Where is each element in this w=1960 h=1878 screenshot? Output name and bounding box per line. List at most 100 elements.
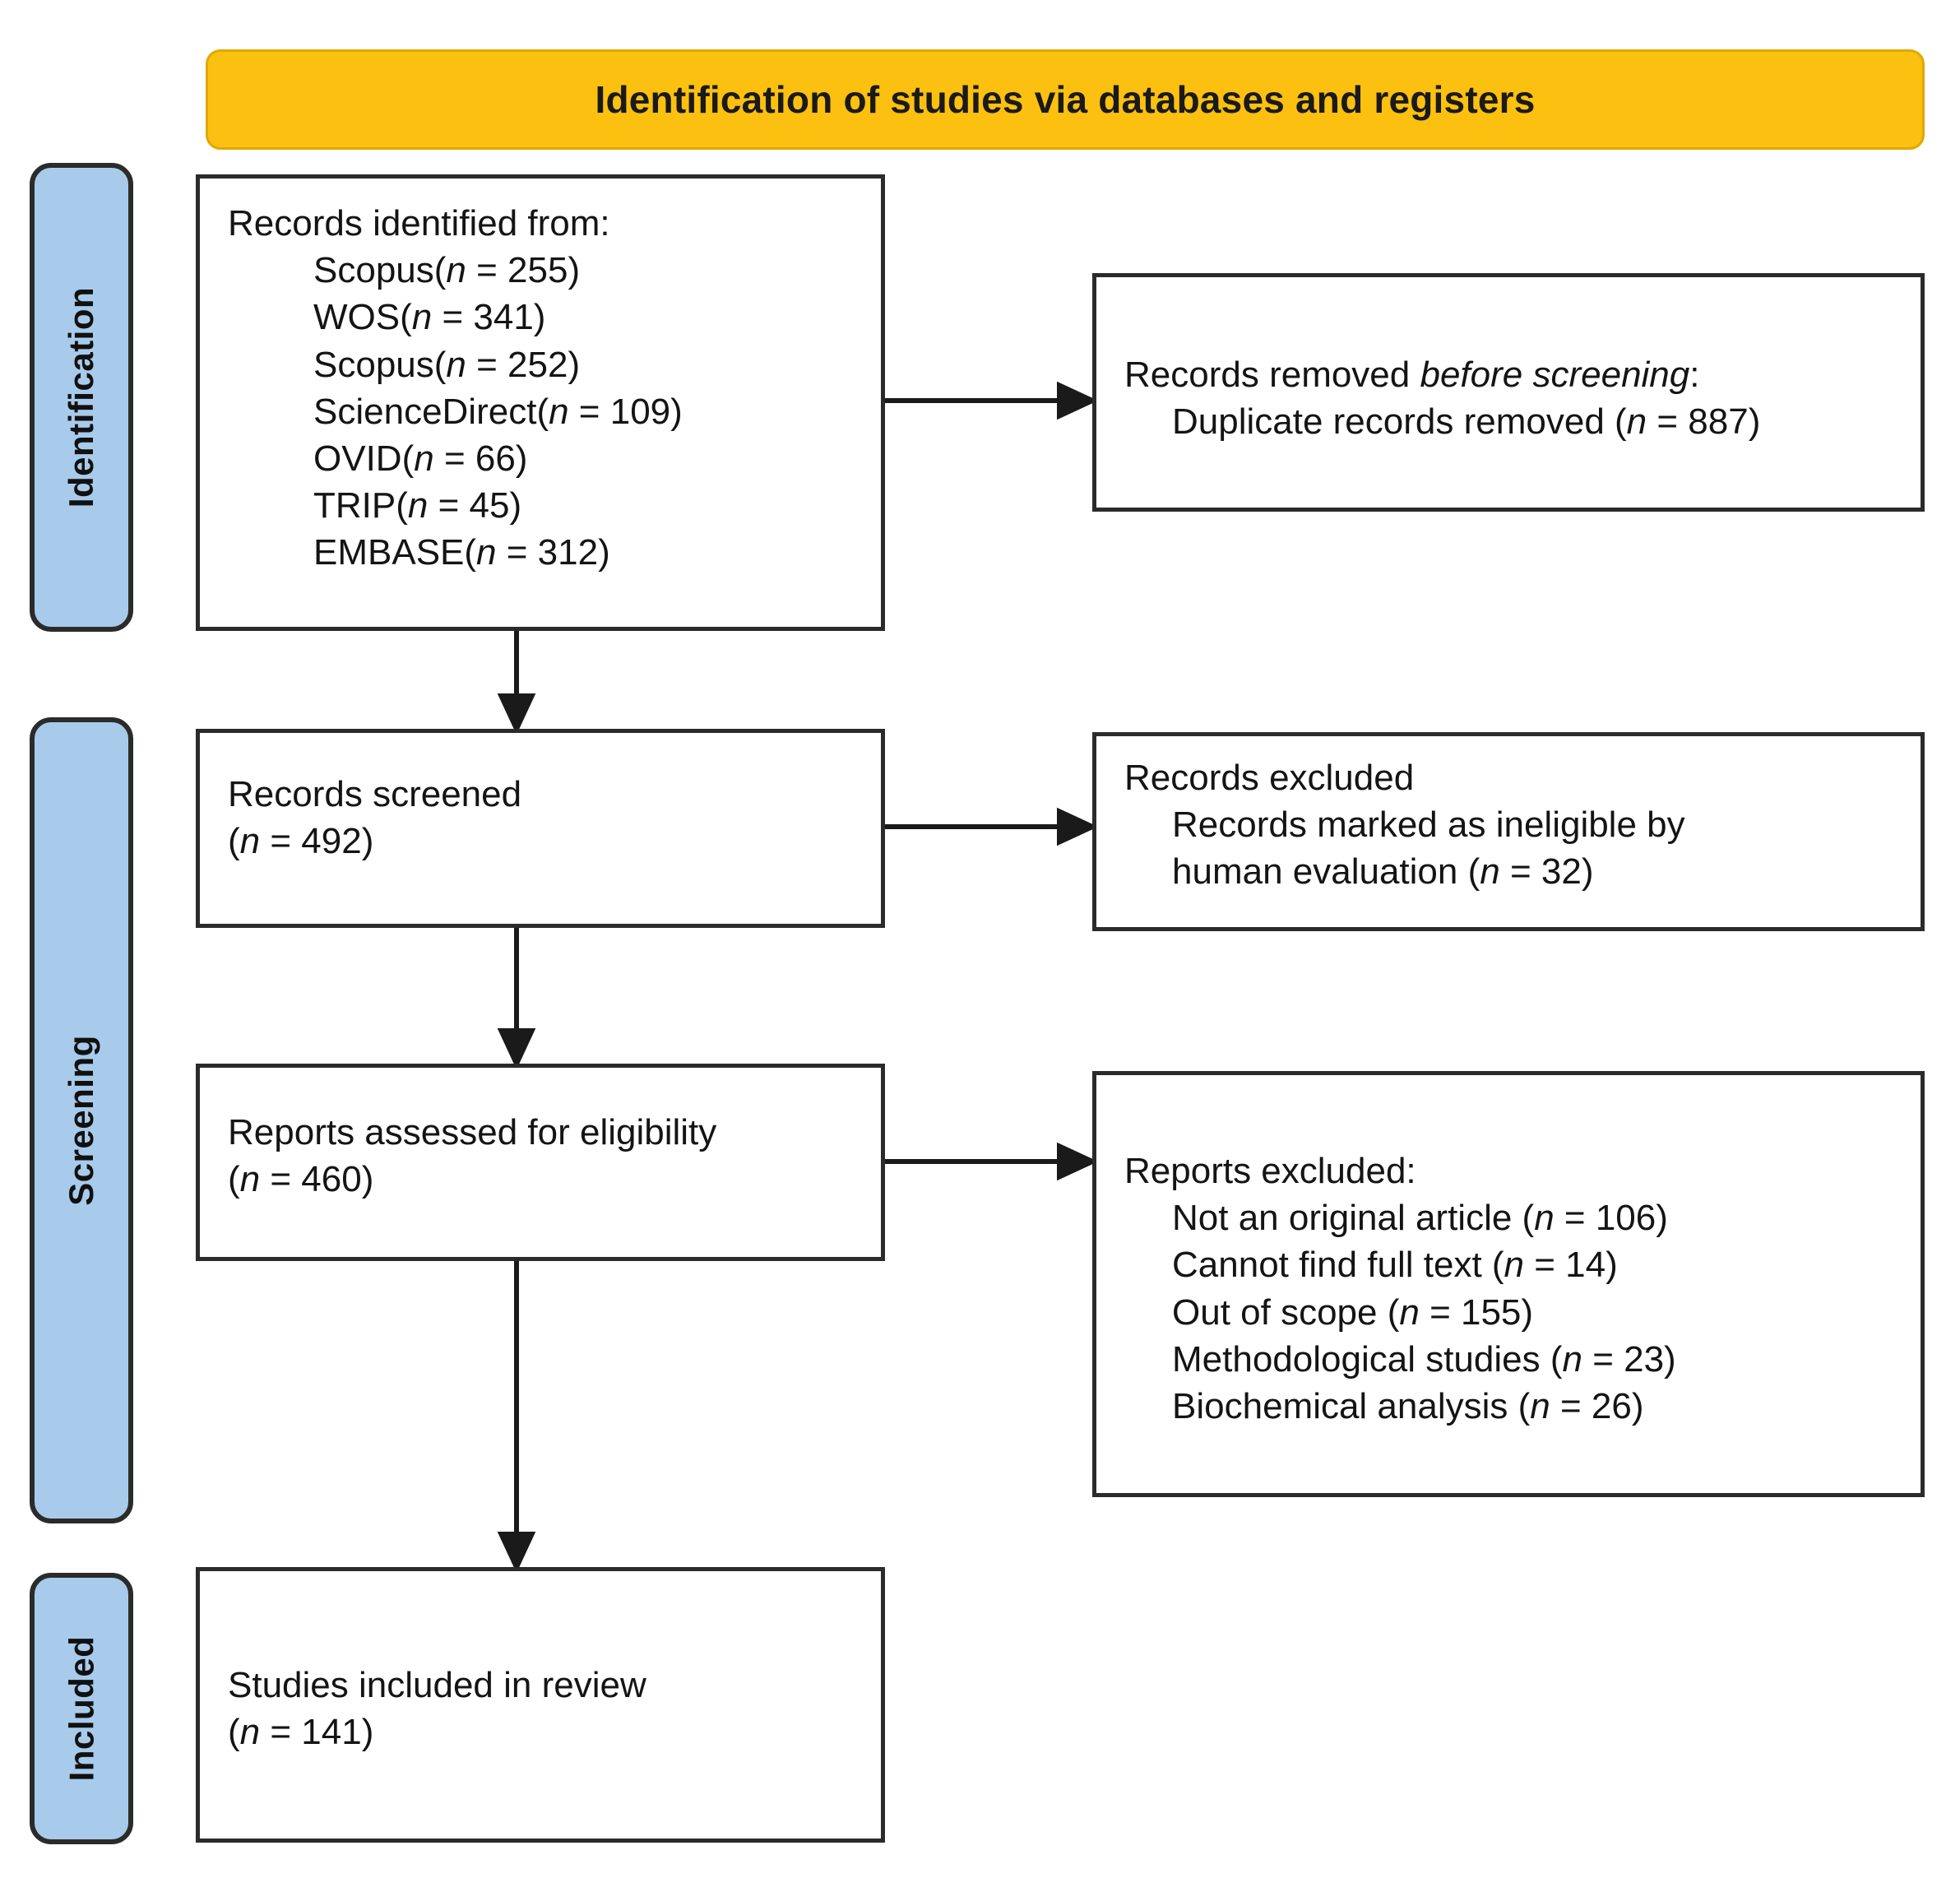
reason-text: Cannot find full text ( (1172, 1245, 1504, 1286)
source-line-wos: WOS(n = 341) (228, 294, 864, 341)
studies-included-count: (n = 141) (228, 1709, 864, 1755)
records-excluded-reason-line-2: human evaluation (n = 32) (1124, 848, 1904, 895)
heading-italic: before screening (1420, 355, 1690, 395)
box-reports-assessed: Reports assessed for eligibility (n = 46… (196, 1064, 885, 1261)
reason-count: = 26) (1550, 1385, 1644, 1426)
records-removed-heading: Records removed before screening: (1124, 351, 1904, 398)
paren-open: ( (396, 485, 408, 526)
reports-assessed-heading: Reports assessed for eligibility (228, 1112, 717, 1152)
phase-included: Included (30, 1573, 133, 1844)
box-records-identified: Records identified from: Scopus(n = 255)… (196, 174, 885, 631)
heading-colon: : (1689, 355, 1700, 395)
source-count: = 66) (433, 438, 528, 479)
reports-assessed-count: (n = 460) (228, 1156, 864, 1203)
n-symbol: n (476, 532, 497, 573)
source-count: = 252) (466, 344, 581, 385)
n-symbol: n (1534, 1198, 1555, 1239)
source-line-sciencedirect: ScienceDirect(n = 109) (228, 388, 864, 435)
reason-count: = 14) (1524, 1245, 1618, 1286)
source-count: = 45) (428, 485, 522, 526)
reports-excluded-reason-methodological: Methodological studies (n = 23) (1124, 1336, 1904, 1383)
n-symbol: n (1626, 401, 1647, 443)
n-symbol: n (549, 391, 569, 432)
duplicate-records-line: Duplicate records removed (n = 887) (1124, 398, 1904, 445)
records-identified-heading: Records identified from: (228, 203, 610, 243)
box-studies-included: Studies included in review (n = 141) (196, 1567, 885, 1843)
duplicate-count: = 887) (1647, 401, 1761, 443)
source-name: ScienceDirect (313, 391, 537, 432)
reason-text: human evaluation ( (1172, 851, 1480, 893)
reason-count: = 23) (1582, 1338, 1676, 1380)
reason-count: = 32) (1499, 851, 1594, 893)
n-symbol: n (446, 250, 466, 291)
records-screened-count: (n = 492) (228, 818, 864, 865)
source-line-embase: EMBASE(n = 312) (228, 529, 864, 576)
diagram-header-banner: Identification of studies via databases … (206, 49, 1925, 150)
phase-identification: Identification (30, 163, 133, 632)
reason-text: Biochemical analysis ( (1172, 1385, 1531, 1426)
phase-included-label: Included (62, 1635, 100, 1782)
source-line-scopus-2: Scopus(n = 252) (228, 341, 864, 388)
count-value: = 141) (260, 1712, 374, 1753)
paren-open: ( (228, 821, 240, 862)
records-excluded-reason-line-1: Records marked as ineligible by (1172, 805, 1685, 846)
source-name: OVID (313, 438, 402, 479)
source-name: TRIP (313, 485, 396, 526)
paren-open: ( (228, 1159, 240, 1200)
source-name: Scopus (313, 344, 434, 385)
paren-open: ( (401, 438, 415, 479)
banner-title: Identification of studies via databases … (595, 78, 1536, 121)
source-name: Scopus (313, 250, 434, 291)
reason-text: Methodological studies ( (1172, 1338, 1563, 1380)
paren-open: ( (433, 250, 447, 291)
studies-included-heading: Studies included in review (228, 1665, 646, 1705)
count-value: = 492) (260, 821, 374, 862)
records-screened-heading: Records screened (228, 774, 522, 814)
phase-screening: Screening (30, 717, 133, 1523)
source-count: = 255) (466, 250, 581, 291)
n-symbol: n (239, 1159, 261, 1200)
source-count: = 109) (568, 391, 683, 432)
n-symbol: n (414, 438, 434, 479)
n-symbol: n (1399, 1291, 1420, 1333)
reports-excluded-reason-out-of-scope: Out of scope (n = 155) (1124, 1289, 1904, 1336)
source-name: WOS (313, 297, 401, 338)
n-symbol: n (1562, 1338, 1582, 1380)
reason-text: Not an original article ( (1172, 1198, 1535, 1239)
reports-excluded-reason-biochemical: Biochemical analysis (n = 26) (1124, 1383, 1904, 1430)
n-symbol: n (411, 297, 433, 338)
paren-open: ( (433, 344, 447, 385)
paren-open: ( (228, 1712, 240, 1753)
heading-text: Records removed (1124, 355, 1420, 395)
box-records-screened: Records screened (n = 492) (196, 729, 885, 928)
paren-open: ( (464, 532, 477, 573)
n-symbol: n (1504, 1245, 1525, 1286)
phase-identification-label: Identification (62, 286, 100, 508)
box-records-excluded: Records excluded Records marked as ineli… (1092, 732, 1925, 931)
n-symbol: n (407, 485, 429, 526)
source-count: = 341) (432, 297, 546, 338)
n-symbol: n (1480, 851, 1500, 893)
paren-open: ( (536, 391, 549, 432)
reason-count: = 155) (1419, 1291, 1534, 1333)
n-symbol: n (1530, 1385, 1550, 1426)
reports-excluded-reason-not-original: Not an original article (n = 106) (1124, 1194, 1904, 1241)
box-records-removed: Records removed before screening: Duplic… (1092, 273, 1925, 512)
source-line-ovid: OVID(n = 66) (228, 435, 864, 482)
reason-text: Out of scope ( (1172, 1291, 1400, 1333)
records-excluded-heading: Records excluded (1124, 758, 1415, 798)
reports-excluded-reason-no-full-text: Cannot find full text (n = 14) (1124, 1241, 1904, 1288)
source-count: = 312) (496, 532, 610, 573)
reports-excluded-heading: Reports excluded: (1124, 1151, 1416, 1191)
source-line-scopus-1: Scopus(n = 255) (228, 247, 864, 294)
n-symbol: n (446, 344, 466, 385)
reason-count: = 106) (1554, 1198, 1668, 1239)
phase-screening-label: Screening (62, 1035, 101, 1206)
paren-open: ( (400, 297, 412, 338)
n-symbol: n (239, 1712, 261, 1753)
box-reports-excluded: Reports excluded: Not an original articl… (1092, 1071, 1925, 1497)
n-symbol: n (239, 821, 261, 862)
count-value: = 460) (260, 1159, 374, 1200)
source-line-trip: TRIP(n = 45) (228, 482, 864, 529)
